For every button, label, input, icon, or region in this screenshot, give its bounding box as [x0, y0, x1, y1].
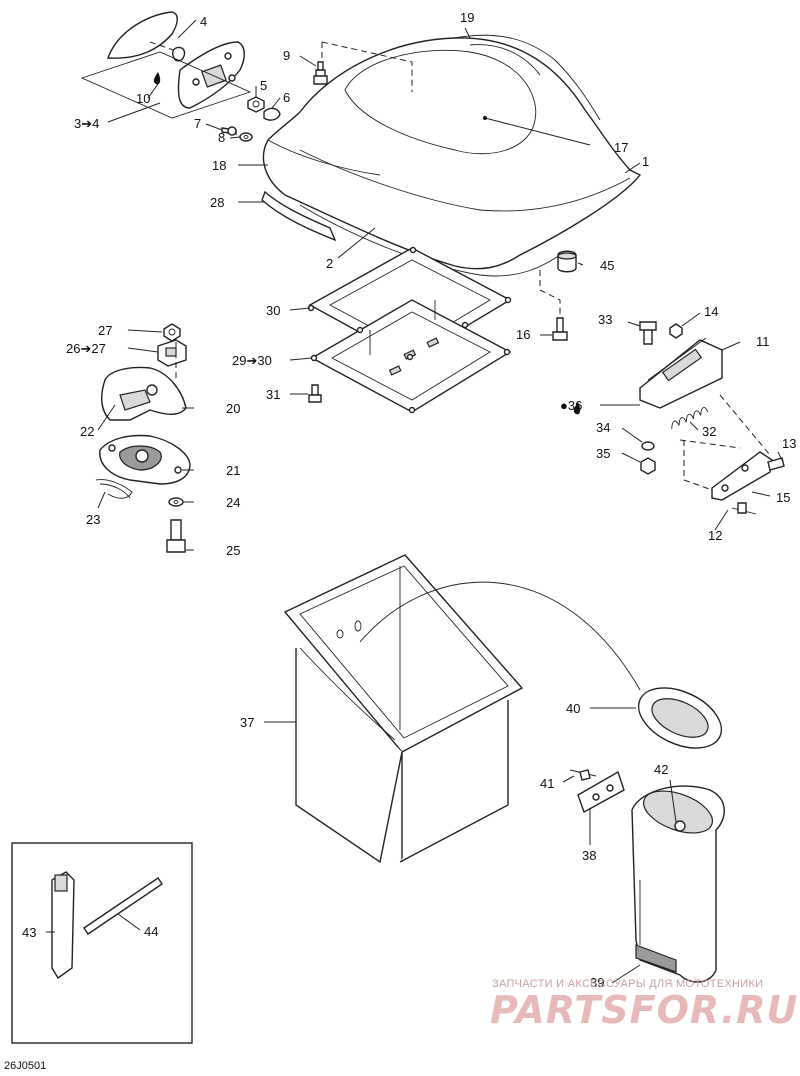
callout-11: 11	[756, 334, 770, 349]
callout-16: 16	[516, 327, 530, 342]
storage-bin	[283, 554, 641, 864]
callout-45: 45	[600, 258, 614, 273]
callout-17: 17	[614, 140, 628, 155]
callout-13: 13	[782, 436, 796, 451]
callout-10: 10	[136, 91, 150, 106]
callout-26-27: 26➔27	[66, 341, 106, 356]
seat-latch-hook-parts	[80, 11, 281, 142]
callout-35: 35	[596, 446, 610, 461]
callout-7: 7	[194, 116, 201, 131]
callout-29-30: 29➔30	[232, 353, 272, 368]
callout-32: 32	[702, 424, 716, 439]
callout-37: 37	[240, 715, 254, 730]
callout-18: 18	[212, 158, 226, 173]
hinge-assembly	[573, 321, 785, 515]
callout-6: 6	[283, 90, 290, 105]
callout-41: 41	[540, 776, 554, 791]
callout-25: 25	[226, 543, 240, 558]
leader-lines	[46, 19, 783, 984]
figure-code: 26J0501	[4, 1060, 47, 1072]
callout-39: 39	[590, 975, 604, 990]
callout-21: 21	[226, 463, 240, 478]
callout-2: 2	[326, 256, 333, 271]
fire-extinguisher-holder	[569, 687, 725, 983]
callout-1: 1	[642, 154, 649, 169]
callout-19: 19	[460, 10, 474, 25]
fasteners-upper	[313, 61, 577, 341]
callout-30: 30	[266, 303, 280, 318]
watermark-logo: PARTSFOR.RU	[490, 988, 799, 1032]
callout-20: 20	[226, 401, 240, 416]
callout-24: 24	[226, 495, 240, 510]
tool-inset	[11, 842, 193, 1044]
callout-40: 40	[566, 701, 580, 716]
seat-assembly	[261, 34, 642, 277]
callout-42: 42	[654, 762, 668, 777]
callout-14: 14	[704, 304, 718, 319]
callout-28: 28	[210, 195, 224, 210]
callout-15: 15	[776, 490, 790, 505]
callout-27: 27	[98, 323, 112, 338]
callout-34: 34	[596, 420, 610, 435]
callout-9: 9	[283, 48, 290, 63]
watermark-tagline: ЗАПЧАСТИ И АКСЕССУАРЫ ДЛЯ МОТОТЕХНИКИ	[492, 978, 764, 990]
callout-8: 8	[218, 130, 225, 145]
callout-31: 31	[266, 387, 280, 402]
callout-5: 5	[260, 78, 267, 93]
latch-assembly	[95, 323, 191, 553]
callout-38: 38	[582, 848, 596, 863]
callout-36: ●36	[560, 398, 582, 413]
callout-12: 12	[708, 528, 722, 543]
callout-23: 23	[86, 512, 100, 527]
callout-3-4: 3➔4	[74, 116, 99, 131]
callout-44: 44	[144, 924, 158, 939]
callout-33: 33	[598, 312, 612, 327]
callout-22: 22	[80, 424, 94, 439]
gaskets	[307, 246, 512, 414]
callout-4: 4	[200, 14, 207, 29]
callout-labels: 1 2 3➔4 4 5 6 7 8 9 10 11 12 13 14 15 16…	[22, 10, 796, 990]
callout-43: 43	[22, 925, 36, 940]
